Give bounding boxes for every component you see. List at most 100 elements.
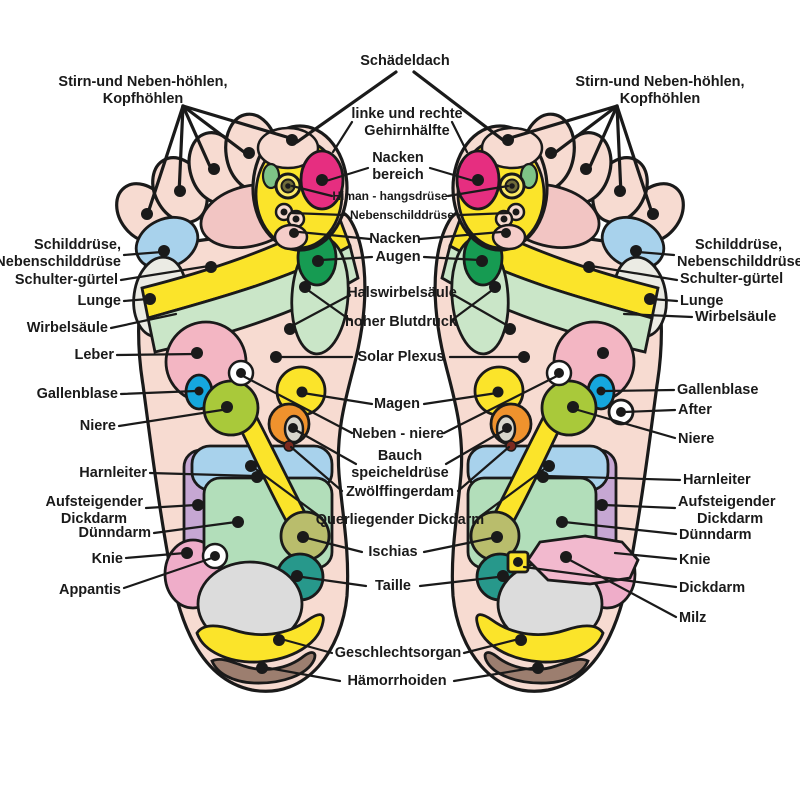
leader-line	[148, 471, 257, 478]
leader-line	[181, 104, 250, 157]
label-haemorrhoiden: Hämorrhoiden	[347, 673, 446, 689]
leader-line	[562, 520, 678, 536]
leader-line	[152, 520, 238, 535]
leader-line	[145, 104, 185, 218]
leader-line	[303, 286, 352, 322]
leader-line	[122, 556, 214, 590]
leader-line	[122, 250, 164, 257]
leader-line	[576, 408, 677, 440]
leader-line	[462, 637, 521, 655]
leader-line	[324, 166, 370, 183]
leader-line	[442, 374, 559, 435]
leader-line	[422, 535, 499, 554]
leader-line	[288, 293, 352, 329]
label-r-lunge: Lunge	[680, 293, 724, 309]
label-r-after: After	[678, 402, 712, 418]
label-l-schilddruese-2: Nebenschilddrüse	[0, 254, 121, 270]
leader-line	[476, 465, 549, 520]
label-geschlechtsorgan: Geschlechtsorgan	[335, 645, 462, 661]
label-l-leber: Leber	[75, 347, 115, 363]
label-taille: Taille	[375, 578, 411, 594]
leader-line	[458, 211, 511, 217]
leader-line	[418, 230, 503, 241]
leader-line	[550, 104, 619, 157]
label-gehirn-2: Gehirnhälfte	[364, 123, 449, 139]
label-hypophyse: Himan - hangsdrüse	[332, 189, 448, 203]
leader-line	[301, 535, 364, 554]
label-l-schilddruese-1: Schilddrüse,	[34, 237, 121, 253]
leader-line	[300, 575, 368, 588]
leader-line	[144, 503, 198, 510]
label-zwoelffingerdarm: Zwölffingerdam	[346, 484, 454, 500]
leader-line	[452, 665, 540, 683]
leader-line	[122, 297, 150, 303]
leader-line	[251, 465, 324, 520]
leader-line	[602, 503, 677, 510]
label-r-milz: Milz	[679, 610, 706, 626]
leader-line	[181, 104, 292, 140]
label-nackenbereich-2: bereich	[372, 167, 424, 183]
leader-line	[589, 264, 679, 282]
leader-line	[444, 426, 510, 466]
label-schaedeldach: Schädeldach	[360, 53, 449, 69]
label-r-gallenblase: Gallenblase	[677, 382, 758, 398]
label-r-niere: Niere	[678, 431, 714, 447]
label-l-lunge: Lunge	[78, 293, 122, 309]
foot-right	[433, 109, 697, 693]
label-r-aufdickdarm-2: Dickdarm	[697, 511, 763, 527]
label-querdickdarm: Querliegender Dickdarm	[316, 512, 484, 528]
leader-line	[297, 230, 372, 241]
label-r-dickdarm: Dickdarm	[679, 580, 745, 596]
leader-line	[603, 388, 676, 393]
leader-line	[418, 575, 500, 588]
label-sinus-right-2: Kopfhöhlen	[620, 91, 701, 107]
label-augen: Augen	[375, 249, 420, 265]
leader-line	[456, 445, 511, 493]
label-nacken-c: Nacken	[369, 231, 421, 247]
label-sinus-left-2: Kopfhöhlen	[103, 91, 184, 107]
foot-left	[115, 112, 367, 693]
leader-line	[301, 391, 374, 406]
label-r-schilddruese-2: Nebenschilddrüse	[677, 254, 800, 270]
label-r-schilddruese-1: Schilddrüse,	[695, 237, 782, 253]
leader-line	[124, 551, 187, 560]
label-r-harnleiter: Harnleiter	[683, 472, 751, 488]
label-l-aufdickdarm-1: Aufsteigender	[46, 494, 144, 510]
leader-line	[295, 70, 398, 144]
leader-line	[636, 250, 676, 257]
leader-line	[622, 408, 677, 414]
label-r-duenndarm: Dünndarm	[679, 527, 752, 543]
leader-line	[446, 184, 510, 198]
label-nebenschilddruese-c: Nebenschilddrüse	[350, 208, 454, 222]
label-r-schulterguertel: Schulter-gürtel	[680, 271, 783, 287]
leader-line	[261, 665, 342, 683]
leader-line	[412, 70, 505, 142]
label-blutdruck: hoher Blutdruck	[345, 314, 458, 330]
leader-line	[331, 120, 354, 154]
leader-line	[290, 184, 334, 198]
label-l-aufdickdarm-2: Dickdarm	[61, 511, 127, 527]
zone-milz	[526, 534, 640, 586]
leader-line	[622, 312, 694, 319]
label-r-wirbelsaeule: Wirbelsäule	[695, 309, 776, 325]
label-sinus-right-1: Stirn-und Neben-höhlen,	[575, 74, 744, 90]
leader-line	[615, 104, 655, 218]
leader-line	[117, 408, 224, 428]
label-r-knie: Knie	[679, 552, 710, 568]
label-nackenbereich-1: Nacken	[372, 150, 424, 166]
leader-line	[109, 312, 178, 330]
labels: Schädeldach Stirn-und Neben-höhlen, Kopf…	[0, 53, 800, 689]
leader-line	[428, 166, 476, 183]
leader-line	[543, 474, 682, 482]
leader-line	[422, 391, 499, 406]
leader-line	[181, 104, 214, 173]
label-magen: Magen	[374, 396, 420, 412]
leader-line	[115, 352, 197, 357]
label-l-harnleiter: Harnleiter	[79, 465, 147, 481]
label-l-niere: Niere	[80, 418, 116, 434]
leader-line	[290, 426, 358, 466]
label-l-appantis: Appantis	[59, 582, 121, 598]
leader-line	[452, 293, 512, 329]
leader-lines	[109, 70, 694, 683]
